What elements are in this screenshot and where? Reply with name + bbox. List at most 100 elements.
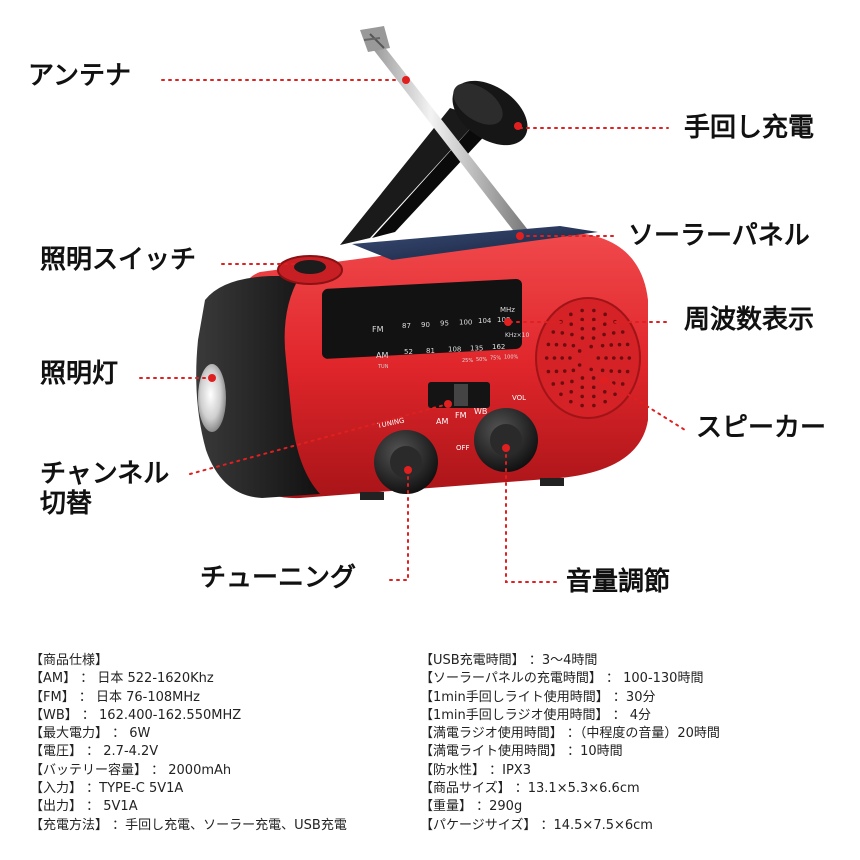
dial-tick-label: 81: [426, 347, 435, 355]
speaker-hole: [580, 394, 584, 399]
hand-crank[interactable]: [340, 68, 539, 245]
callout-dot-display: [504, 318, 512, 326]
speaker-hole: [577, 349, 582, 353]
speaker-hole: [580, 385, 585, 390]
speaker-hole: [589, 344, 593, 349]
speaker-hole: [603, 399, 607, 404]
volume-knob[interactable]: [474, 408, 538, 472]
dial-fm-label: FM: [372, 325, 384, 334]
speaker-hole: [592, 317, 596, 322]
speaker-hole: [559, 392, 563, 397]
speaker-hole: [546, 369, 551, 374]
speaker-hole: [570, 379, 574, 384]
speaker-hole: [592, 403, 596, 408]
speaker-hole: [600, 368, 605, 373]
speaker-hole: [568, 356, 572, 360]
speaker-hole: [596, 356, 601, 360]
speaker-hole: [580, 308, 584, 313]
speaker-hole: [613, 392, 617, 397]
spec-line: 【電圧】 ： 2.7-4.2V: [30, 744, 159, 760]
spec-line: 【1min手回しラジオ使用時間】 ： 4分: [420, 707, 652, 723]
speaker-hole: [569, 389, 574, 394]
speaker-hole: [592, 308, 596, 313]
callout-line-volume: [505, 447, 557, 583]
speaker-hole: [552, 356, 557, 360]
callout-dot-antenna: [402, 76, 410, 84]
band-am-label: AM: [436, 417, 448, 426]
spec-line: 【パケージサイズ】 ：14.5×7.5×6cm: [420, 817, 653, 833]
speaker-hole: [602, 389, 607, 394]
callout-dot-solar: [516, 232, 524, 240]
speaker-hole: [569, 399, 573, 404]
spec-line: 【防水性】 ：IPX3: [420, 762, 531, 778]
callout-line-channel: [189, 403, 449, 475]
callout-dot-volume: [502, 444, 510, 452]
speaker-hole: [562, 343, 567, 347]
dial-tick-label: 95: [440, 320, 449, 328]
speaker-hole: [592, 394, 596, 399]
speaker-hole: [591, 376, 596, 380]
speaker-hole: [562, 369, 567, 373]
dial-tick-label: 135: [470, 344, 483, 352]
speaker-hole: [571, 343, 576, 348]
frequency-display: [322, 278, 522, 359]
speaker-hole: [603, 312, 607, 317]
speaker-hole: [569, 322, 574, 327]
speaker-hole: [554, 342, 559, 347]
spec-line: 【商品仕様】: [30, 653, 109, 668]
dial-tick-label: 108: [497, 316, 510, 324]
speaker-hole: [589, 367, 593, 372]
speaker-hole: [609, 343, 614, 347]
spec-line: 【AM】 ： 日本 522-1620Khz: [30, 671, 214, 687]
speaker-hole: [611, 331, 616, 335]
spec-line: 【1min手回しライト使用時間】 ：30分: [420, 689, 656, 705]
off-label: OFF: [456, 444, 470, 452]
speaker-hole: [569, 312, 573, 317]
dial-am-label: AM: [376, 351, 388, 360]
dial-tick-label: 75%: [490, 356, 501, 362]
dial-tick-label: 87: [402, 322, 411, 330]
callout-volume: 音量調節: [566, 567, 671, 597]
band-fm-label: FM: [455, 411, 467, 420]
speaker-hole: [544, 356, 549, 360]
spec-line: 【ソーラーパネルの充電時間】 ： 100-130時間: [420, 671, 704, 687]
speaker-hole: [617, 369, 622, 374]
callout-line-speaker: [604, 379, 686, 431]
callout-antenna: アンテナ: [28, 61, 131, 91]
speaker-hole: [571, 368, 576, 373]
spec-line: 【WB】 ： 162.400-162.550MHZ: [30, 707, 242, 723]
speaker-hole: [554, 369, 559, 374]
speaker-hole: [577, 363, 582, 367]
speaker-hole: [627, 356, 632, 360]
speaker-grille: [535, 297, 641, 419]
speaker-hole: [580, 326, 585, 331]
spec-line: 【バッテリー容量】 ： 2000mAh: [30, 762, 232, 778]
callout-solar-panel: ソーラーパネル: [628, 221, 810, 251]
specs-left-column: 【商品仕様】【AM】 ： 日本 522-1620Khz【FM】 ： 日本 76-…: [30, 652, 347, 835]
speaker-hole: [560, 381, 565, 385]
speaker-hole: [625, 342, 630, 347]
speaker-hole: [560, 356, 564, 360]
spec-line: 【USB充電時間】 ：3～4時間: [420, 653, 598, 668]
flashlight-lens: [198, 364, 226, 432]
spec-line: 【満電ライト使用時間】 ：10時間: [420, 744, 623, 760]
speaker-hole: [560, 331, 565, 335]
speaker-hole: [551, 330, 556, 334]
callout-frequency-display: 周波数表示: [684, 305, 815, 335]
dial-tick-label: 108: [448, 346, 461, 354]
speaker-hole: [619, 356, 624, 360]
dial-am-unit: KHz×10: [505, 332, 529, 339]
antenna[interactable]: [360, 26, 528, 234]
speaker-hole: [620, 330, 625, 334]
speaker-hole: [617, 342, 622, 347]
speaker-hole: [570, 332, 574, 337]
callout-hand-crank: 手回し充電: [684, 113, 815, 143]
speaker-hole: [580, 317, 584, 322]
tuning-knob[interactable]: [374, 430, 438, 494]
callout-channel-switch-line1: チャンネル: [40, 459, 170, 489]
dial-tick-label: 52: [404, 348, 413, 356]
speaker-hole: [609, 369, 614, 373]
dial-tick-label: 162: [492, 343, 505, 351]
